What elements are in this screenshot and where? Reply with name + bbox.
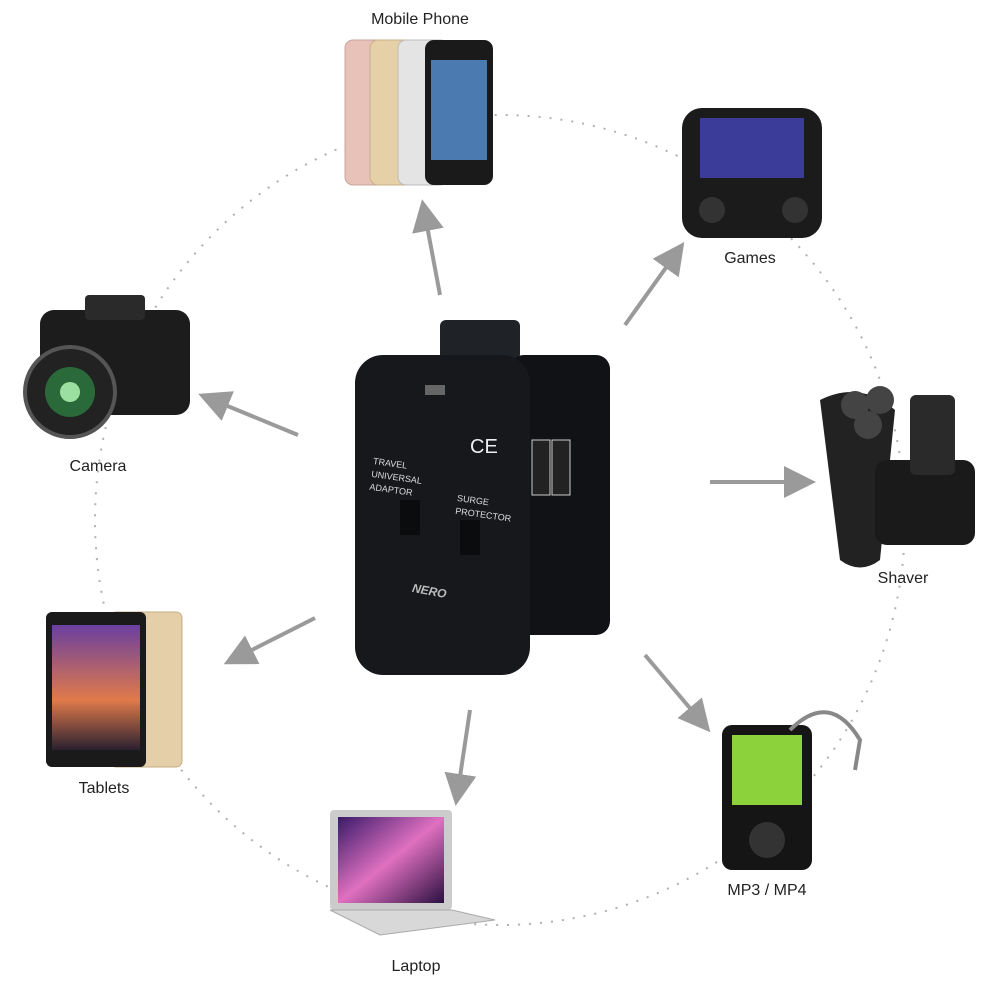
- label-tablets: Tablets: [78, 780, 130, 797]
- tablets-image: [46, 611, 183, 768]
- game-console-image: [682, 108, 822, 238]
- camera-image: [23, 295, 190, 439]
- laptop-image: [329, 810, 496, 936]
- arrow-mp3: [643, 653, 711, 733]
- arrows: [198, 199, 816, 806]
- mp3-player-image: [722, 710, 863, 870]
- label-mp3-mp4: MP3 / MP4: [727, 882, 807, 899]
- ce-mark: CE: [470, 436, 498, 458]
- label-games: Games: [724, 250, 776, 267]
- shaver-image: [820, 386, 975, 568]
- arrow-laptop: [444, 709, 477, 806]
- adapter-printed-text: TRAVEL UNIVERSAL ADAPTOR: [369, 455, 425, 501]
- label-shaver: Shaver: [877, 570, 929, 587]
- arrow-tablets: [223, 616, 316, 665]
- arrow-games: [623, 241, 685, 327]
- arrow-phone: [412, 199, 444, 296]
- mobile-phone-image: [344, 39, 493, 186]
- label-mobile-phone: Mobile Phone: [371, 11, 469, 28]
- arrow-camera: [198, 391, 299, 437]
- label-laptop: Laptop: [391, 958, 441, 975]
- label-camera: Camera: [69, 458, 127, 475]
- travel-adapter-image: [355, 320, 610, 675]
